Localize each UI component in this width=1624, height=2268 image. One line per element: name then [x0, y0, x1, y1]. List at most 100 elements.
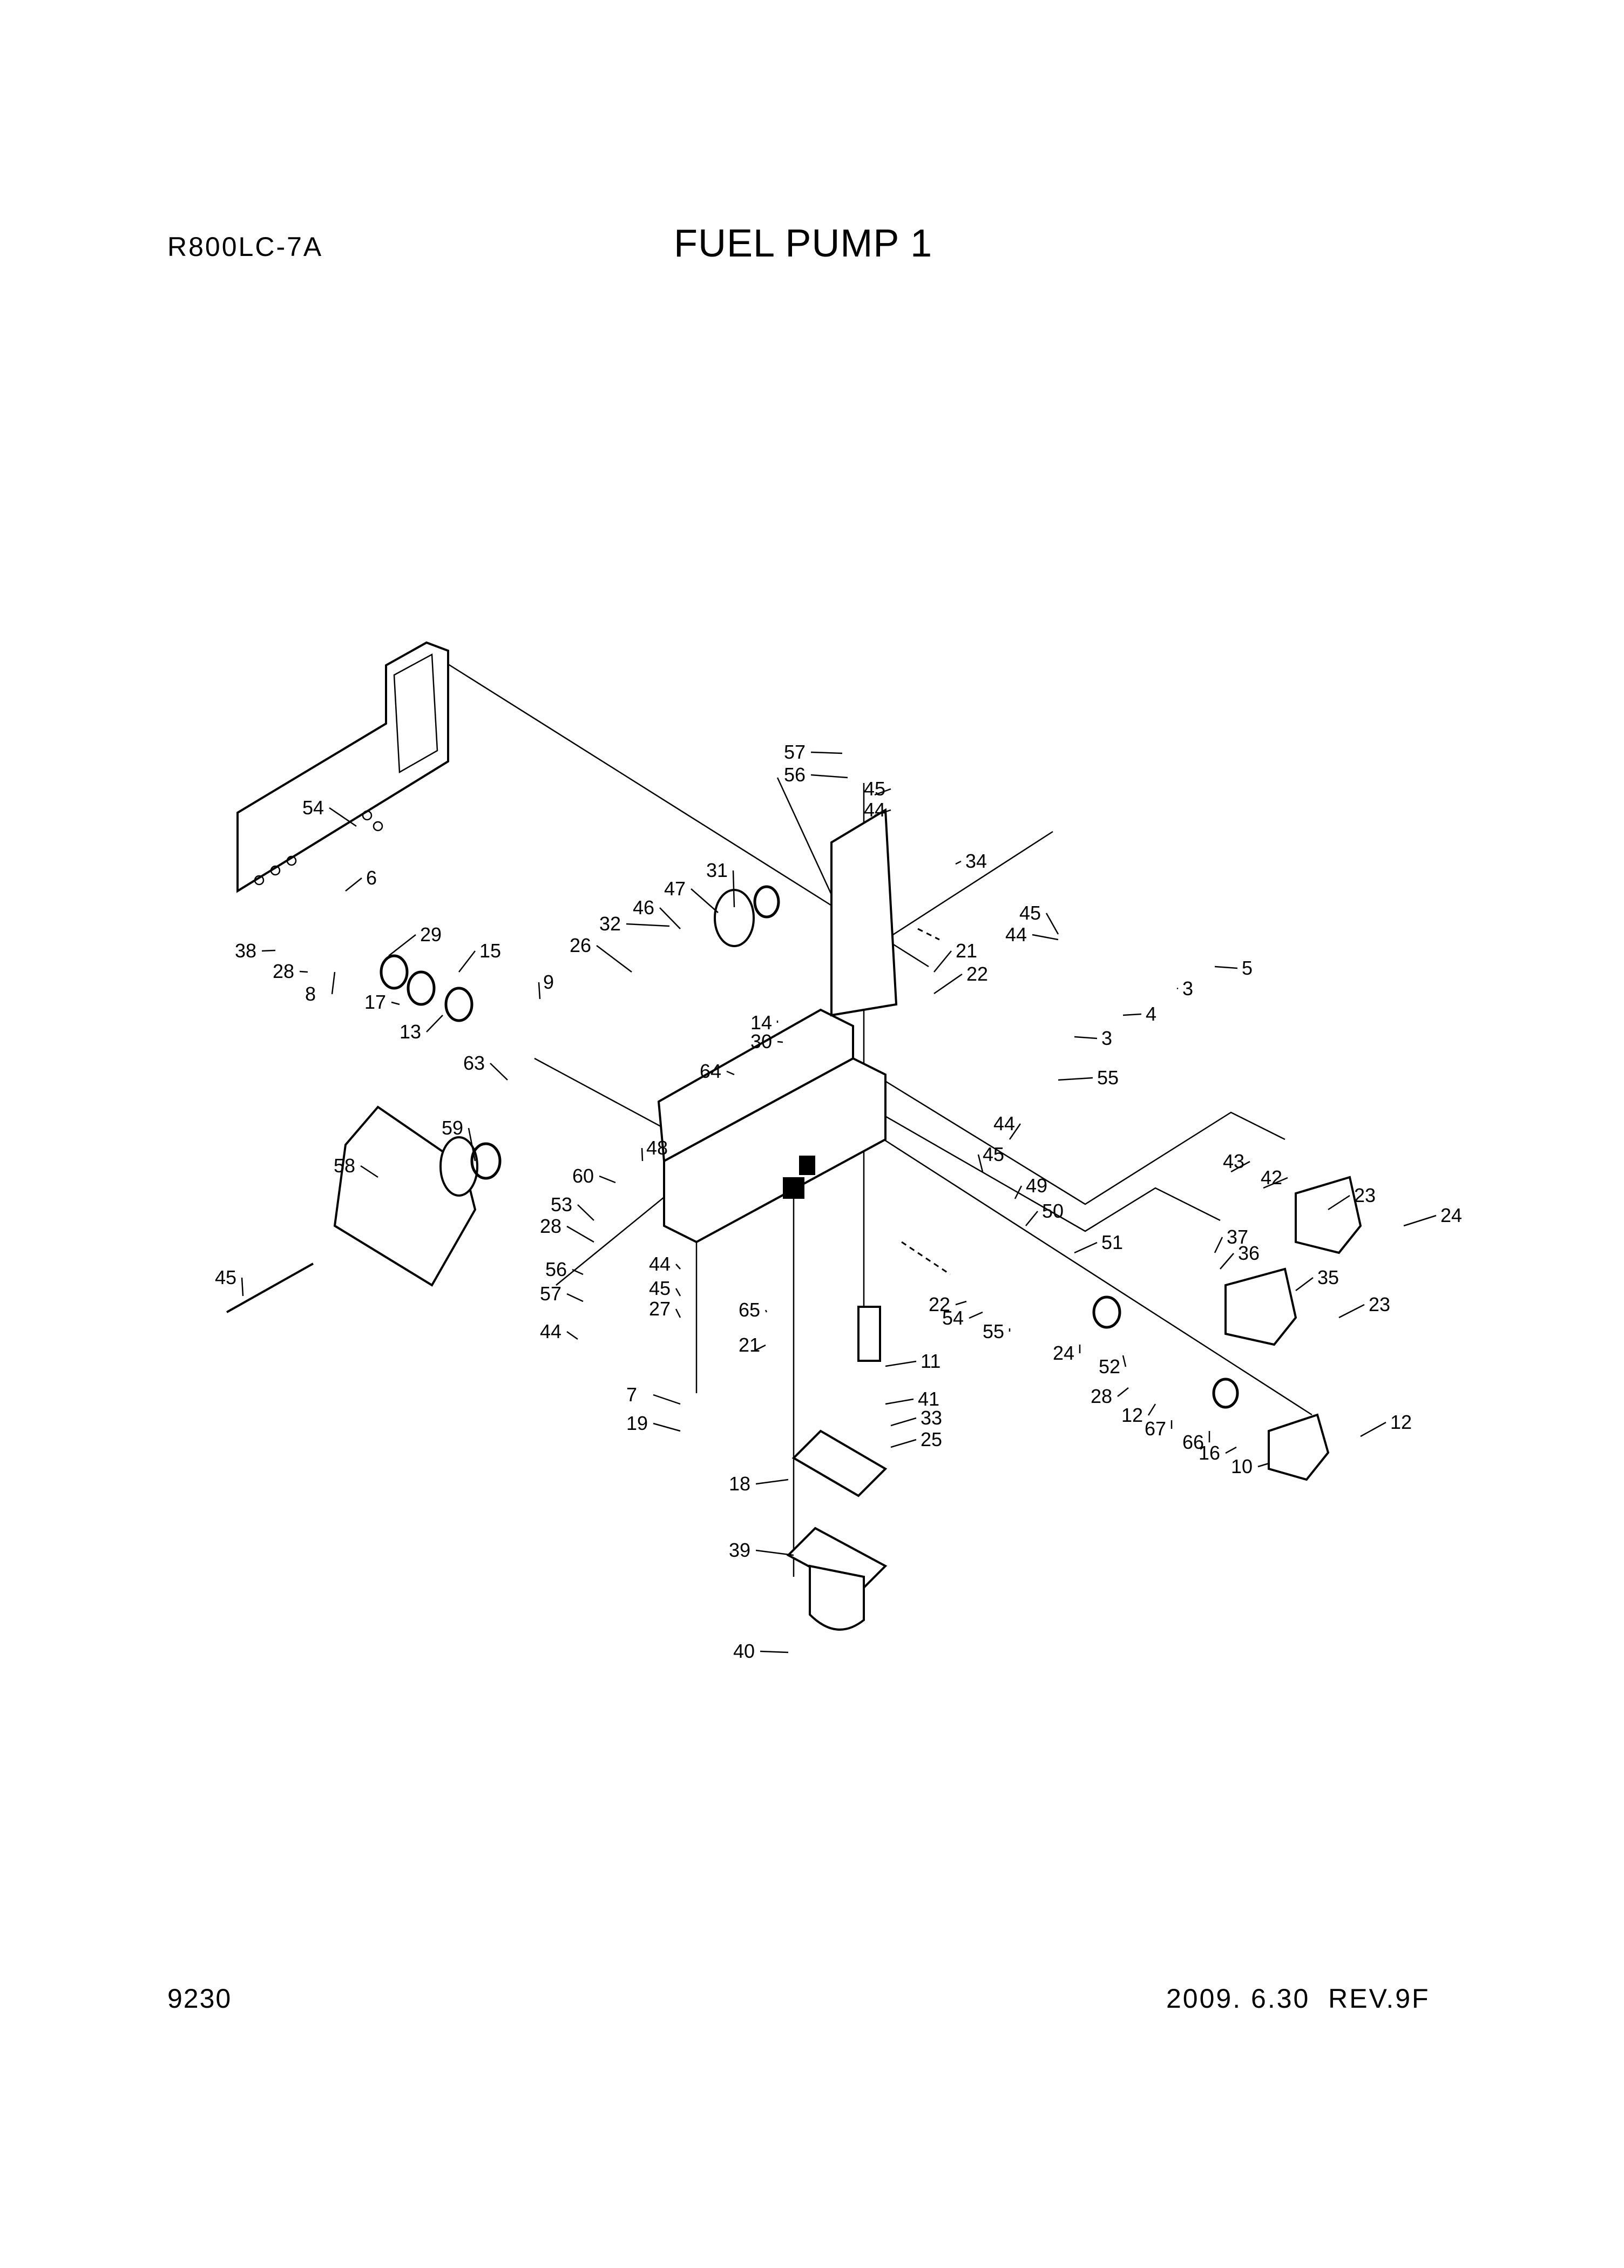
callout-leader — [1360, 1421, 1386, 1437]
callout-leader — [955, 1300, 967, 1306]
part-callout: 23 — [1369, 1293, 1390, 1315]
callout-leader — [538, 982, 541, 1000]
callout-leader — [599, 1175, 616, 1184]
callout-leader — [345, 878, 362, 892]
callout-leader — [1025, 1211, 1038, 1226]
callout-leader — [566, 1293, 584, 1302]
callout-leader — [1214, 1237, 1223, 1253]
part-callout: 56 — [545, 1258, 567, 1280]
assembly-line — [874, 1074, 1285, 1205]
parts-drawing — [226, 641, 1362, 1631]
callout-leader — [360, 1165, 378, 1178]
part-callout: 21 — [956, 940, 977, 962]
page-number: 9230 — [167, 1983, 232, 2014]
part-callout: 29 — [420, 923, 442, 946]
part-callout: 3 — [1101, 1027, 1112, 1049]
part-callout: 51 — [1101, 1231, 1123, 1253]
hidden-part — [917, 928, 940, 941]
part-callout: 55 — [983, 1320, 1004, 1342]
callout-leader — [1403, 1214, 1437, 1227]
part-callout: 53 — [551, 1193, 572, 1216]
part-callout: 44 — [1005, 923, 1027, 946]
part-callout: 17 — [364, 991, 386, 1013]
part-callout: 60 — [572, 1165, 594, 1187]
part-callout: 55 — [1097, 1066, 1119, 1089]
part-callout: 14 — [750, 1011, 772, 1034]
callout-leader — [1122, 1355, 1127, 1367]
callout-leader — [566, 1331, 578, 1340]
callout-leader — [1014, 1185, 1023, 1199]
o-ring — [444, 987, 473, 1022]
callout-leader — [1220, 1253, 1234, 1270]
gasket-plate — [236, 641, 449, 893]
part-callout: 50 — [1042, 1200, 1064, 1222]
callout-leader — [1230, 1160, 1250, 1173]
part-callout: 39 — [729, 1539, 750, 1561]
callout-leader — [241, 1277, 244, 1297]
part-callout: 44 — [864, 799, 885, 821]
part-callout: 46 — [633, 896, 654, 919]
part-callout: 28 — [1091, 1385, 1112, 1407]
housing-top — [657, 1008, 854, 1163]
part-callout: 57 — [784, 741, 806, 763]
fitting-block — [799, 1156, 815, 1175]
callout-leader — [755, 1479, 789, 1485]
part-callout: 54 — [942, 1307, 964, 1329]
sleeve — [857, 1306, 881, 1362]
callout-leader — [755, 1344, 766, 1351]
callout-leader — [874, 809, 891, 816]
part-callout: 24 — [1053, 1342, 1074, 1364]
part-callout: 12 — [1390, 1411, 1412, 1433]
part-callout: 37 — [1227, 1226, 1248, 1248]
part-callout: 66 — [1182, 1431, 1204, 1453]
part-callout: 26 — [570, 934, 591, 956]
callout-leader — [755, 1549, 794, 1556]
part-callout: 54 — [302, 796, 324, 819]
callout-leader — [458, 950, 476, 973]
part-callout: 3 — [1182, 977, 1193, 1000]
part-callout: 44 — [993, 1112, 1015, 1135]
bolt-hole — [373, 821, 383, 832]
callout-leader — [388, 934, 416, 956]
pump-flange — [439, 1136, 478, 1197]
part-callout: 48 — [646, 1137, 668, 1159]
part-callout: 45 — [1019, 902, 1041, 924]
o-ring — [1092, 1295, 1121, 1329]
callout-leader — [1074, 1036, 1098, 1040]
callout-leader — [1338, 1304, 1365, 1319]
part-callout: 59 — [442, 1117, 463, 1139]
part-callout: 35 — [1317, 1266, 1339, 1288]
part-callout: 34 — [965, 850, 987, 872]
bolt-hole — [270, 865, 281, 876]
assembly-line — [858, 1122, 1312, 1416]
part-callout: 38 — [235, 940, 256, 962]
callout-leader — [726, 1070, 735, 1076]
part-callout: 16 — [1199, 1442, 1220, 1464]
filter-gasket — [791, 1429, 888, 1497]
part-callout: 13 — [400, 1021, 421, 1043]
callout-leader — [1147, 1403, 1156, 1416]
part-callout: 28 — [273, 960, 294, 982]
part-callout: 45 — [215, 1266, 236, 1288]
callout-leader — [331, 971, 336, 995]
part-callout: 45 — [864, 778, 885, 800]
bolt-hole — [286, 855, 297, 866]
callout-leader — [1032, 934, 1059, 941]
callout-leader — [810, 751, 843, 754]
callout-leader — [760, 1650, 789, 1653]
callout-leader — [659, 907, 681, 929]
callout-leader — [1257, 1462, 1269, 1468]
o-ring — [1212, 1378, 1239, 1409]
solenoid-valve — [1268, 1413, 1330, 1481]
callout-leader — [329, 807, 357, 827]
callout-leader — [732, 870, 735, 908]
callout-leader — [977, 1154, 984, 1172]
part-callout: 36 — [1238, 1242, 1260, 1264]
part-callout: 10 — [1231, 1455, 1253, 1477]
part-callout: 6 — [366, 867, 377, 889]
long-bolt — [226, 1263, 314, 1313]
part-callout: 27 — [649, 1298, 671, 1320]
callout-leader — [969, 1311, 983, 1319]
